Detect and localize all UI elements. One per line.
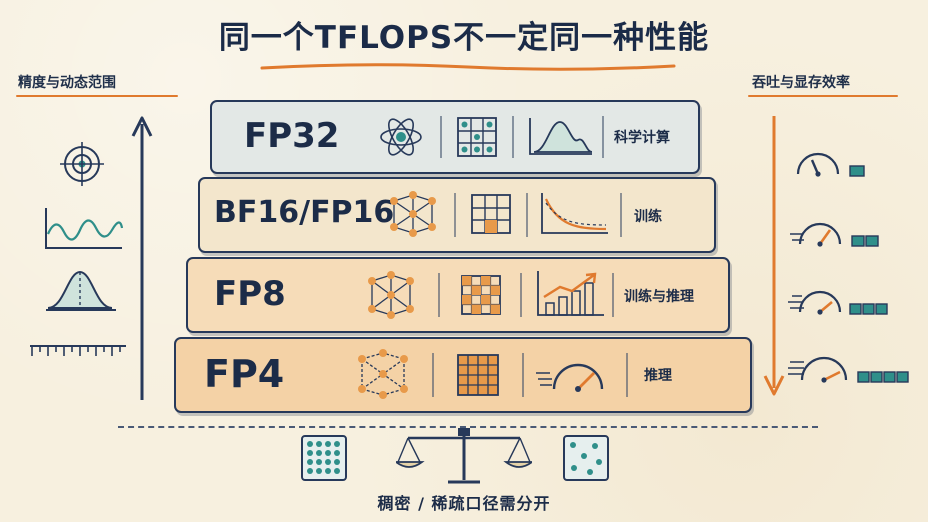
speed-gauge-icon — [536, 363, 604, 392]
separator — [602, 116, 604, 158]
neural-network-icon — [358, 349, 408, 399]
separator — [512, 116, 514, 158]
separator — [620, 193, 622, 237]
sparse-matrix-icon — [461, 275, 501, 315]
tier-fp32: FP32 科学计算 — [210, 100, 700, 174]
tier-fp8-name: FP8 — [214, 274, 286, 314]
decay-curve-icon — [541, 193, 608, 234]
bar-growth-icon — [537, 271, 604, 316]
distribution-chart-icon — [529, 118, 593, 155]
tier-bf16-fp16-name: BF16/FP16 — [214, 195, 395, 230]
matrix-grid-icon — [457, 117, 497, 157]
page-title: 同一个TFLOPS不一定同一种性能 — [218, 20, 710, 56]
gauge-icon-4 — [788, 356, 909, 383]
tier-bf16-fp16: BF16/FP16 训练 — [198, 177, 716, 253]
separator — [526, 193, 528, 237]
separator — [522, 353, 524, 397]
bottom-label: 稠密 / 稀疏口径需分开 — [377, 494, 551, 513]
neural-network-icon — [368, 271, 414, 319]
gauge-icon-2 — [790, 222, 879, 247]
separator — [440, 116, 442, 158]
separator — [438, 273, 440, 317]
tier-fp4-name: FP4 — [204, 352, 285, 396]
right-axis-label: 吞吐与显存效率 — [752, 75, 850, 91]
neural-network-icon — [390, 191, 436, 237]
left-axis-label: 精度与动态范围 — [18, 75, 116, 91]
right-label-underline — [748, 95, 898, 97]
precision-up-arrow — [131, 116, 153, 400]
tier-bf16-fp16-use: 训练 — [634, 209, 662, 225]
tier-fp4-use: 推理 — [644, 368, 672, 384]
separator — [626, 353, 628, 397]
gauge-icon-3 — [788, 290, 888, 315]
tier-fp32-use: 科学计算 — [614, 130, 670, 146]
separator — [612, 273, 614, 317]
title-underline — [260, 63, 676, 71]
throughput-down-arrow — [763, 116, 785, 396]
tier-fp32-name: FP32 — [244, 116, 340, 156]
separator — [520, 273, 522, 317]
bell-curve-icon — [46, 270, 116, 311]
dense-matrix-icon — [457, 354, 499, 396]
sparse-dots-icon — [563, 435, 609, 481]
target-icon — [60, 142, 104, 186]
separator — [432, 353, 434, 397]
dense-dots-icon — [301, 435, 347, 481]
matrix-grid-icon — [471, 194, 511, 234]
left-label-underline — [16, 95, 178, 97]
tier-fp8-use: 训练与推理 — [624, 289, 694, 305]
ruler-icon — [30, 345, 126, 356]
dashed-divider — [118, 426, 818, 428]
tier-fp8: FP8 训练与推理 — [186, 257, 730, 333]
gauge-icon-1 — [796, 152, 865, 177]
wave-chart-icon — [45, 208, 124, 249]
balance-scale-icon — [396, 428, 532, 484]
tier-fp4: FP4 推理 — [174, 337, 752, 413]
separator — [454, 193, 456, 237]
atom-icon — [380, 118, 422, 156]
